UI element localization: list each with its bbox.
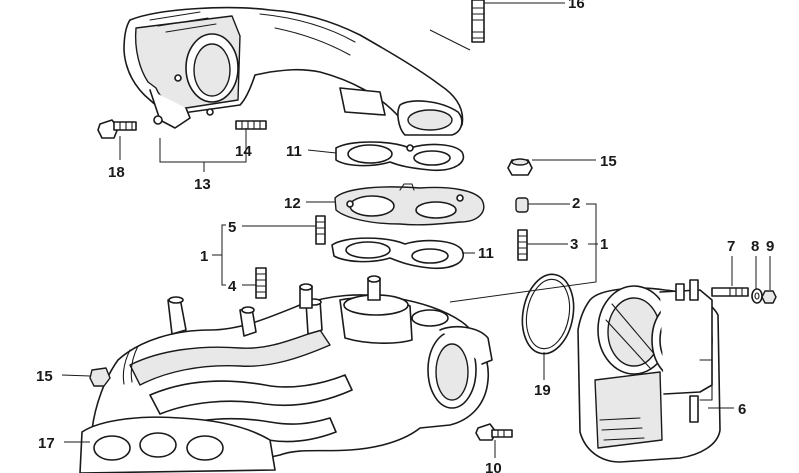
spacer-plate-12 [334,183,485,226]
nut-9 [761,290,777,304]
callout-8: 8 [751,238,759,255]
stud-3 [517,229,528,261]
callout-9: 9 [766,238,774,255]
bolt-18 [97,119,137,139]
stud-16 [471,0,485,43]
callout-4: 4 [228,278,237,295]
callout-14: 14 [235,143,252,160]
callout-18: 18 [108,164,125,181]
callout-1-left: 1 [200,248,208,265]
callout-11-top: 11 [286,143,302,160]
callout-19: 19 [534,382,551,399]
gasket-11-lower [331,237,465,270]
sleeve-2 [515,197,529,213]
callout-3: 3 [570,236,578,253]
callout-15-left: 15 [36,368,53,385]
callout-6: 6 [738,401,746,418]
callout-10: 10 [485,460,502,473]
callout-13: 13 [194,176,211,193]
gasket-11-top [335,141,465,172]
callout-15-right: 15 [600,153,617,170]
stud-5 [315,215,326,245]
throttle-housing-6 [577,279,721,463]
stud-14 [235,120,267,130]
callout-2: 2 [572,195,580,212]
washer-8 [751,288,763,304]
callout-16: 16 [568,0,585,12]
callout-11-lower: 11 [478,245,494,262]
leader-lines [61,2,771,458]
callout-17: 17 [38,435,55,452]
bolt-10 [475,423,513,441]
stud-4 [255,267,267,299]
bolt-7 [711,287,749,297]
callout-labels: 16 18 13 14 11 15 12 2 5 1 3 1 11 4 7 8 … [36,0,774,473]
nut-15-left [89,367,111,387]
intake-manifold-lower [79,275,493,473]
intake-collector-upper [123,6,464,136]
callout-12: 12 [284,195,301,212]
callout-7: 7 [727,238,735,255]
o-ring-19 [521,273,575,355]
callout-1-right: 1 [600,236,608,253]
callout-5: 5 [228,219,236,236]
nut-15-right [507,158,533,176]
